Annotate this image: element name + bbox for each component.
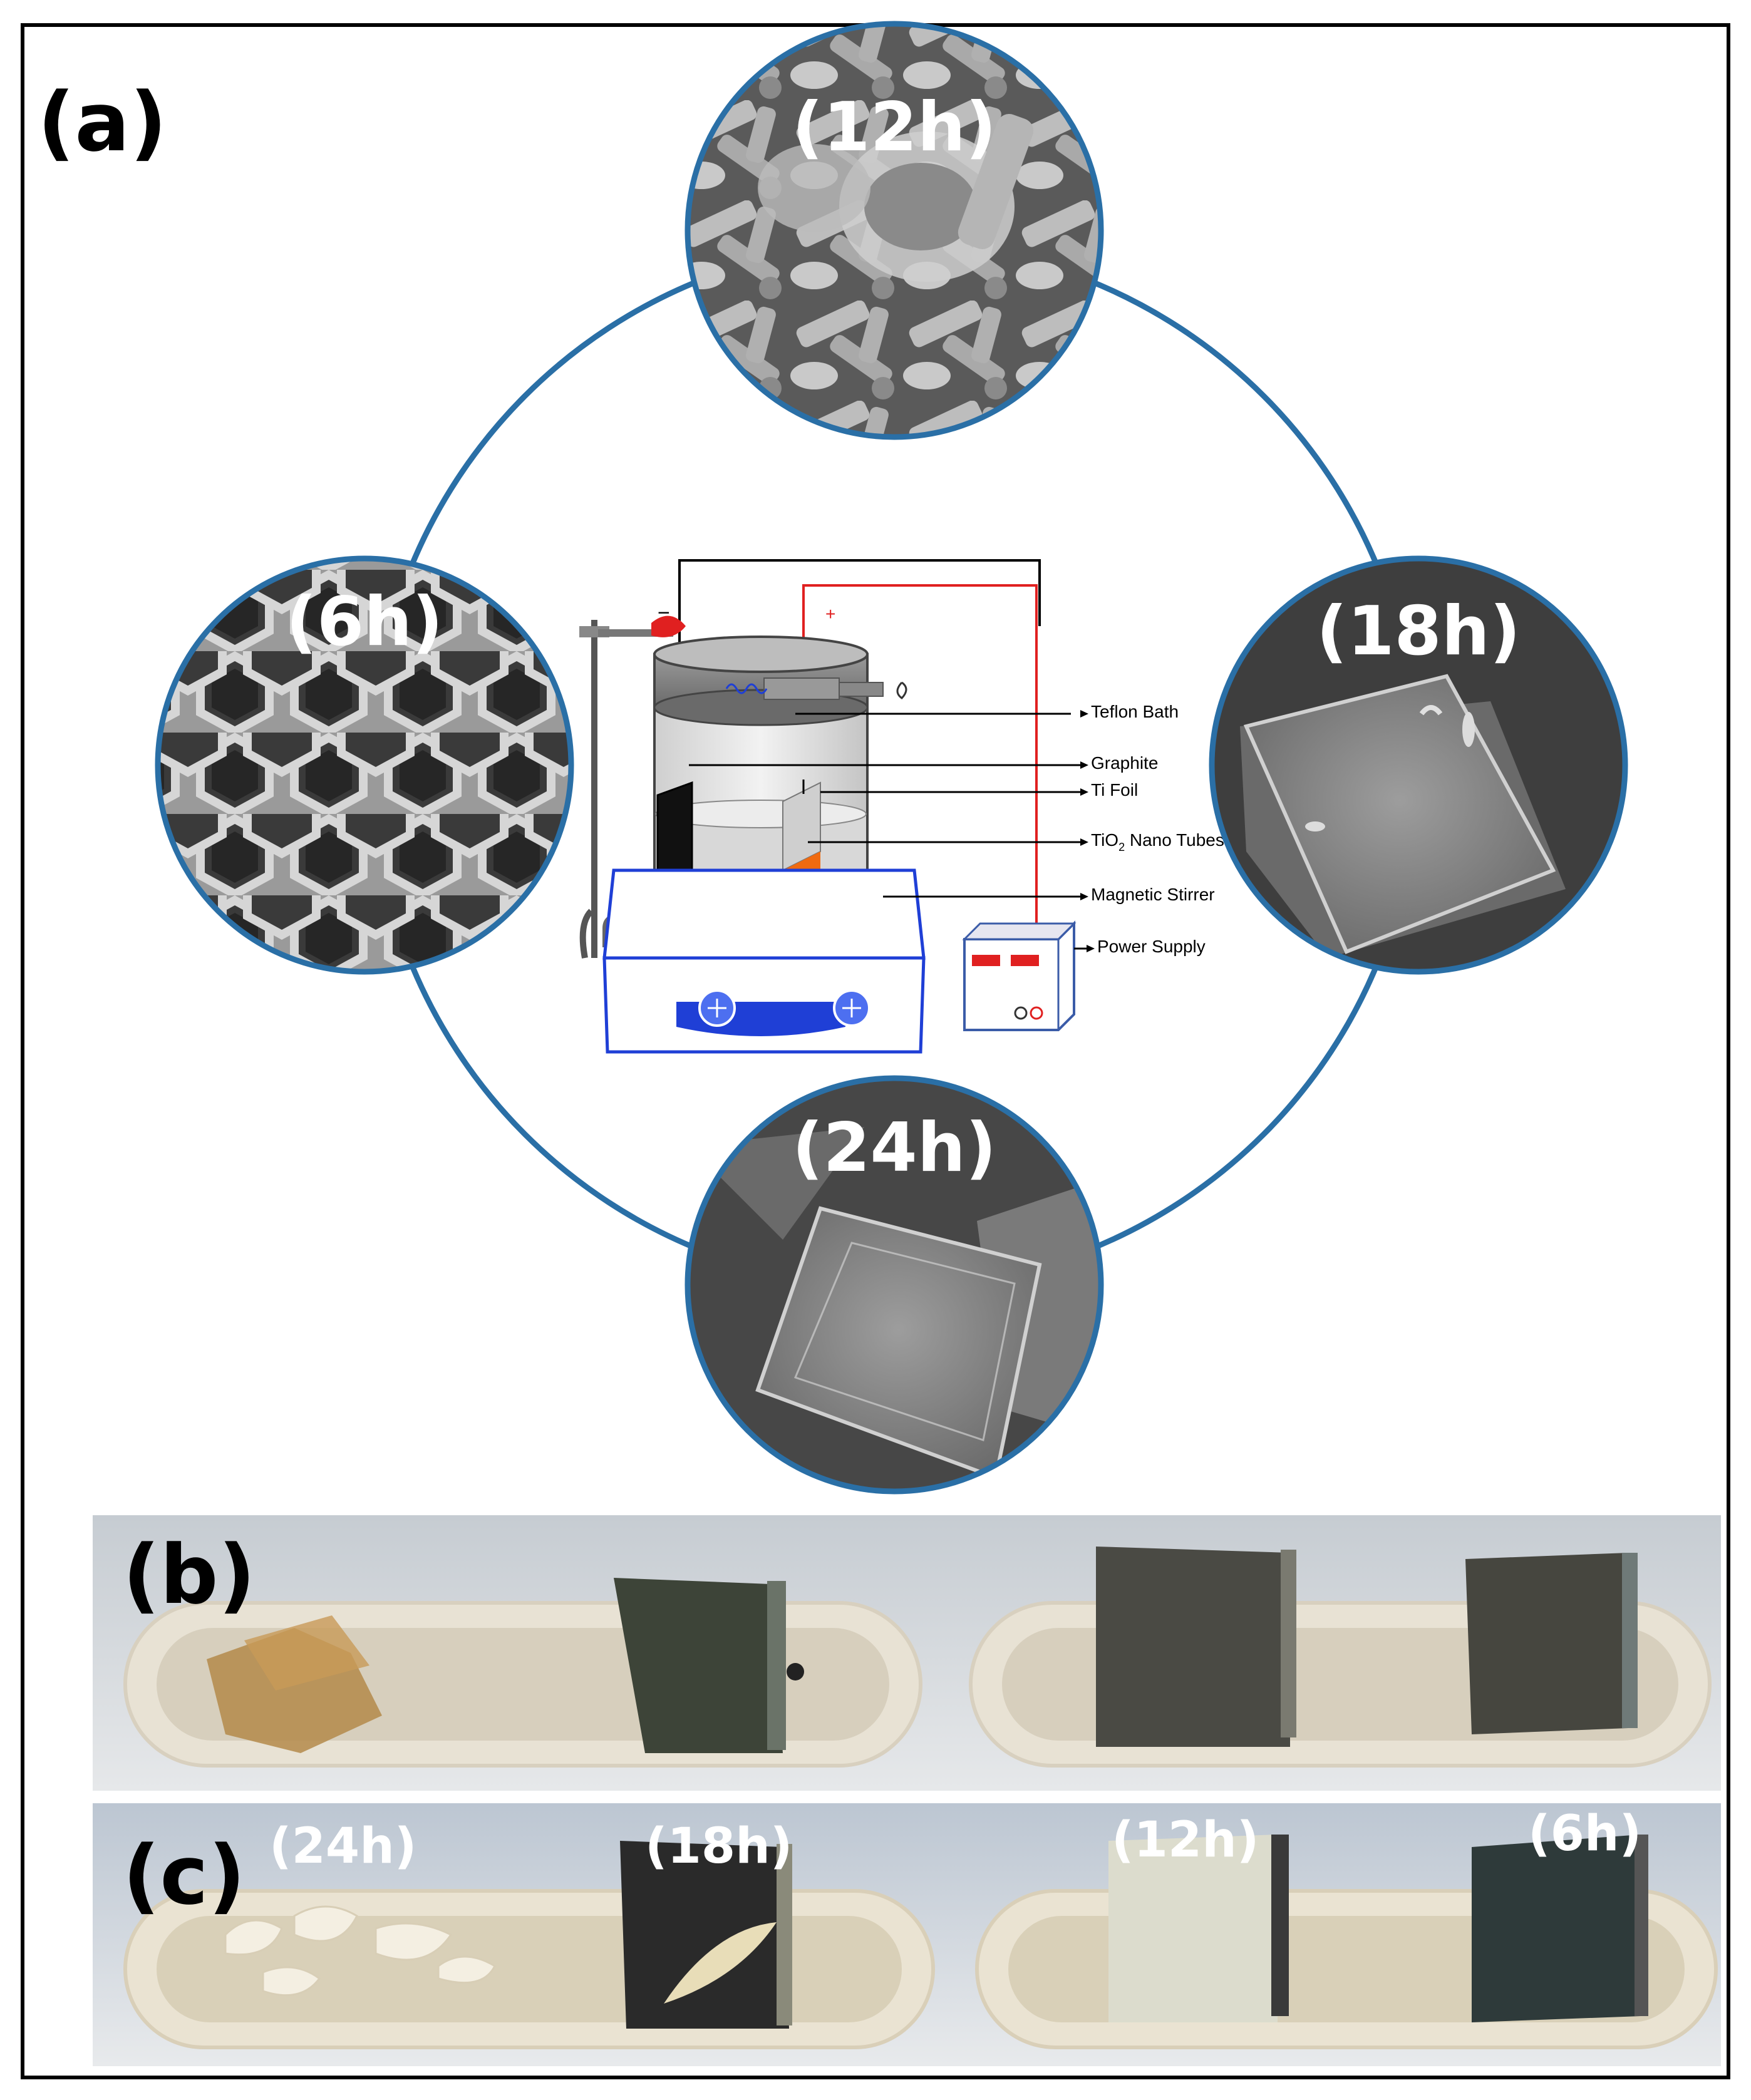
sem-label-6h: (6h) (286, 583, 443, 661)
heater-coil (725, 683, 768, 694)
sem-label-18h: (18h) (1316, 592, 1521, 671)
crystal-cube-18h (1243, 674, 1556, 954)
plus-sign: + (825, 604, 835, 624)
sem-image-12h: (12h) (684, 21, 1104, 440)
label-teflon-bath: Teflon Bath (1091, 702, 1179, 721)
sample-b-12h (1096, 1547, 1290, 1747)
label-ti-foil: Ti Foil (1091, 780, 1138, 800)
electrochemical-setup: + − (579, 559, 1224, 1054)
label-magnetic-stirrer: Magnetic Stirrer (1091, 885, 1215, 904)
panel-label-a: (a) (38, 75, 167, 170)
sem-image-18h: (18h) (1209, 555, 1628, 975)
sem-label-24h: (24h) (792, 1109, 996, 1187)
photo-c-label-18h: (18h) (645, 1818, 792, 1875)
photo-panel-c: (24h) (18h) (12h) (6h) (c) (93, 1803, 1721, 2066)
magnetic-stirrer (602, 868, 926, 960)
label-power-supply: Power Supply (1097, 937, 1206, 956)
sample-c-6h (1472, 1835, 1641, 2022)
sem-image-6h: (6h) (155, 555, 574, 975)
photo-c-label-24h: (24h) (269, 1818, 416, 1875)
label-tio2-nanotubes: TiO2 Nano Tubes (1091, 830, 1224, 853)
display-left (972, 955, 1000, 966)
sample-c-18h (620, 1841, 789, 2029)
panel-label-c: (c) (123, 1828, 245, 1923)
sem-image-24h: (24h) (684, 1075, 1104, 1495)
photo-c-label-6h: (6h) (1528, 1806, 1641, 1862)
sem-label-12h: (12h) (792, 88, 996, 167)
sample-b-6h (1465, 1553, 1628, 1734)
photo-panel-b: (b) (93, 1515, 1721, 1791)
label-graphite: Graphite (1091, 753, 1158, 773)
stand-rod (591, 620, 597, 958)
sample-c-24h (224, 1905, 496, 1997)
sample-b-18h (614, 1578, 783, 1753)
display-right (1011, 955, 1039, 966)
sample-c-12h (1108, 1835, 1278, 2022)
panel-label-b: (b) (123, 1527, 256, 1622)
red-clamp (651, 615, 686, 637)
photo-c-label-12h: (12h) (1112, 1812, 1259, 1868)
